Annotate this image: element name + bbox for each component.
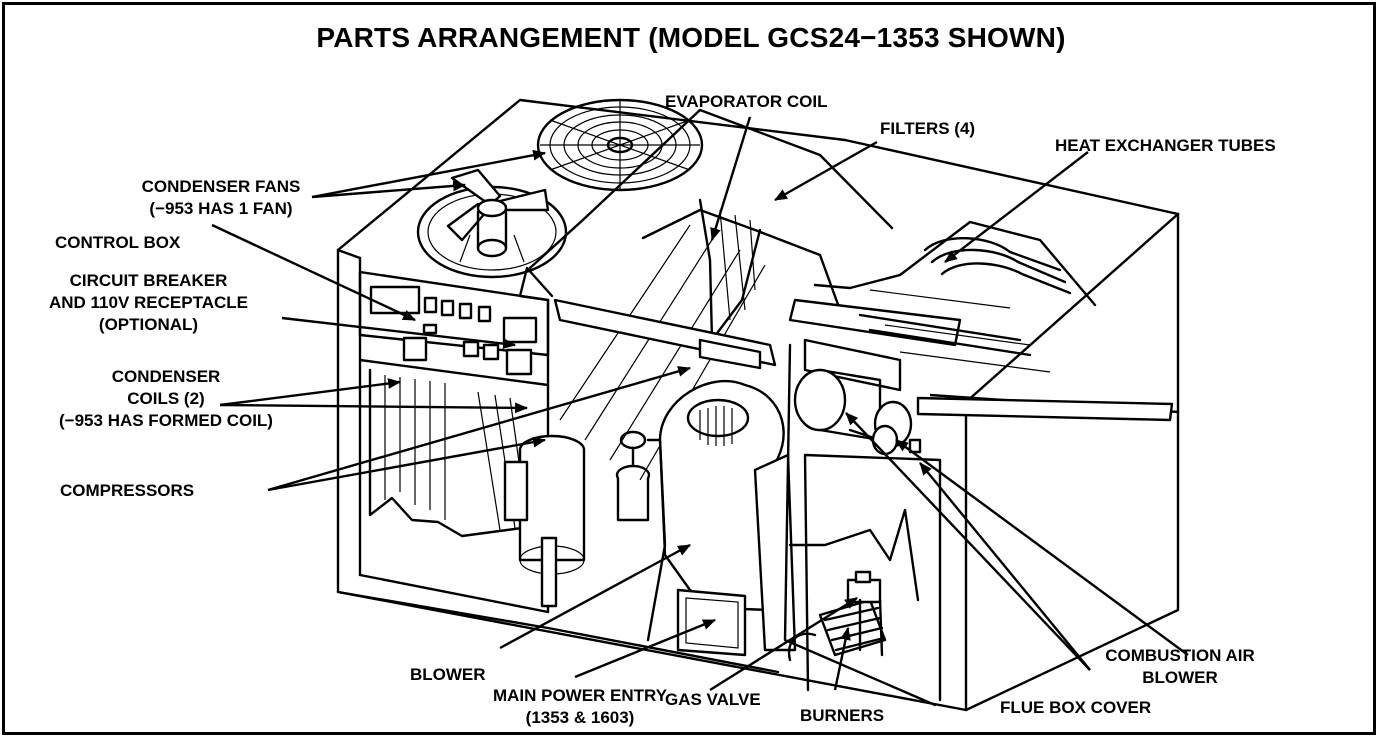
condenser-fan xyxy=(416,168,568,279)
label-blower: BLOWER xyxy=(410,665,486,684)
label-condenser-fans-line1: CONDENSER FANS xyxy=(141,177,301,196)
label-circuit-breaker-line2: AND 110V RECEPTACLE xyxy=(48,293,248,312)
leader-lines xyxy=(211,116,1189,692)
label-circuit-breaker-line3: (OPTIONAL) xyxy=(98,315,199,334)
label-circuit-breaker-line1: CIRCUIT BREAKER xyxy=(69,271,228,290)
label-combustion-air-blower-line2: BLOWER xyxy=(1142,668,1218,687)
label-condenser-fans: CONDENSER FANS (−953 HAS 1 FAN) xyxy=(126,176,316,220)
label-condenser-coils-line1: CONDENSER xyxy=(111,367,221,386)
label-filters: FILTERS (4) xyxy=(880,119,976,138)
label-compressors: COMPRESSORS xyxy=(60,481,195,500)
label-condenser-fans-line2: (−953 HAS 1 FAN) xyxy=(149,199,293,218)
label-heat-exchanger-tubes: HEAT EXCHANGER TUBES xyxy=(1055,136,1276,155)
label-evaporator-coil: EVAPORATOR COIL xyxy=(665,92,828,111)
label-condenser-coils-line3: (−953 HAS FORMED COIL) xyxy=(59,411,273,430)
label-main-power-entry-line1: MAIN POWER ENTRY xyxy=(492,686,668,705)
label-main-power-entry: MAIN POWER ENTRY (1353 & 1603) xyxy=(490,685,670,729)
control-box xyxy=(358,270,550,387)
top-rail xyxy=(553,298,777,370)
label-flue-box-cover: FLUE BOX COVER xyxy=(1000,698,1152,717)
label-gas-valve: GAS VALVE xyxy=(665,690,761,709)
diagram-title: PARTS ARRANGEMENT (MODEL GCS24−1353 SHOW… xyxy=(316,22,1066,53)
label-condenser-coils: CONDENSER COILS (2) (−953 HAS FORMED COI… xyxy=(16,366,316,432)
heat-exchanger-section xyxy=(783,220,1180,707)
label-circuit-breaker: CIRCUIT BREAKER AND 110V RECEPTACLE (OPT… xyxy=(16,270,281,336)
condenser-fan-grille xyxy=(536,98,704,192)
label-condenser-coils-line2: COILS (2) xyxy=(127,389,205,408)
label-control-box: CONTROL BOX xyxy=(55,233,181,252)
compressors xyxy=(503,430,651,608)
burners xyxy=(787,570,887,662)
label-combustion-air-blower-line1: COMBUSTION AIR xyxy=(1105,646,1255,665)
label-main-power-entry-line2: (1353 & 1603) xyxy=(525,708,635,727)
label-burners: BURNERS xyxy=(800,706,885,725)
label-combustion-air-blower: COMBUSTION AIR BLOWER xyxy=(1100,645,1260,689)
